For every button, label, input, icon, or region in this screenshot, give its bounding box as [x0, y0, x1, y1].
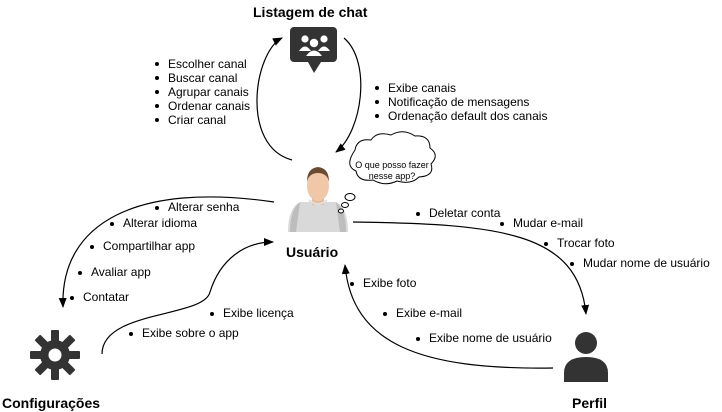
- thought-line: O que posso fazer: [355, 160, 429, 170]
- settings-title: Configurações: [2, 395, 101, 411]
- profile-to-user-response: Exibe foto: [349, 276, 416, 290]
- thought-bubble: [338, 131, 436, 214]
- gear-icon: [30, 330, 80, 380]
- user-to-settings-action: Contatar: [69, 290, 129, 304]
- list-item: Buscar canal: [154, 71, 250, 85]
- thought-line: nesse app?: [368, 171, 416, 181]
- user-to-profile-action: Mudar nome de usuário: [569, 256, 710, 270]
- list-item: Escolher canal: [154, 57, 250, 71]
- profile-title: Perfil: [572, 395, 608, 411]
- arrow-chat-to-user: [335, 37, 362, 153]
- user-to-profile-action: Mudar e-mail: [499, 216, 583, 230]
- settings-to-user-response: Exibe sobre o app: [128, 326, 239, 340]
- chat-group-icon: [290, 27, 337, 73]
- settings-to-user-response: Exibe licença: [209, 306, 294, 320]
- thought-text: O que posso fazer nesse app?: [347, 160, 437, 182]
- arrow-user-to-chat: [256, 37, 293, 161]
- list-item: Ordenar canais: [154, 99, 250, 113]
- list-item: Ordenação default dos canais: [374, 109, 547, 123]
- profile-to-user-response: Exibe e-mail: [382, 306, 462, 320]
- user-to-chat-actions: Escolher canal Buscar canal Agrupar cana…: [154, 57, 250, 127]
- user-to-profile-action: Trocar foto: [543, 236, 615, 250]
- list-item: Notificação de mensagens: [374, 95, 547, 109]
- arrow-profile-to-user: [341, 264, 554, 369]
- arrow-settings-to-user: [101, 238, 274, 355]
- user-to-settings-action: Alterar idioma: [109, 216, 197, 230]
- user-to-settings-action: Compartilhar app: [89, 239, 195, 253]
- user-to-settings-action: Alterar senha: [154, 200, 239, 214]
- user-avatar-icon: [288, 167, 348, 232]
- arrow-user-to-profile: [352, 221, 590, 315]
- list-item: Exibe canais: [374, 81, 547, 95]
- profile-to-user-response: Exibe nome de usuário: [415, 331, 552, 345]
- person-icon: [564, 332, 608, 382]
- chat-to-user-responses: Exibe canais Notificação de mensagens Or…: [374, 81, 547, 123]
- list-item: Criar canal: [154, 113, 250, 127]
- user-title: Usuário: [286, 244, 339, 260]
- user-to-profile-action: Deletar conta: [415, 206, 500, 220]
- user-to-settings-action: Avaliar app: [77, 265, 151, 279]
- arrow-user-to-settings: [58, 196, 275, 308]
- list-item: Agrupar canais: [154, 85, 250, 99]
- chat-list-title: Listagem de chat: [253, 4, 368, 20]
